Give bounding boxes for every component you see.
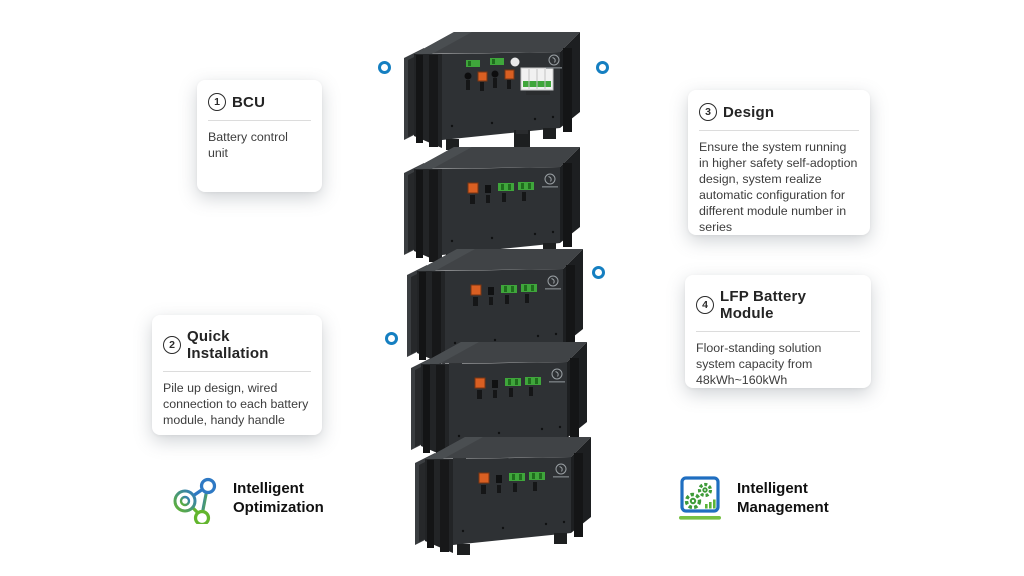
circled-number-1: 1 [208,93,226,111]
card-divider [208,120,311,121]
callout-marker-design [596,61,609,74]
card-lfp-battery-module-header: 4 LFP Battery Module [696,288,860,322]
card-divider [163,371,311,372]
network-nodes-icon [173,477,217,524]
card-bcu-header: 1 BCU [208,93,311,111]
card-quick-installation-body: Pile up design, wired connection to each… [163,381,309,427]
callout-marker-installation [385,332,398,345]
battery-module-illustration [413,429,603,559]
card-lfp-battery-module: 4 LFP Battery Module Floor-standing solu… [685,275,871,388]
card-bcu: 1 BCU Battery control unit [197,80,322,192]
feature-intelligent-optimization-label: Intelligent Optimization [233,480,324,516]
circled-number-3: 3 [699,103,717,121]
monitor-gears-icon [679,476,721,520]
callout-marker-bcu [378,61,391,74]
card-design: 3 Design Ensure the system running in hi… [688,90,870,235]
card-bcu-title: BCU [232,93,266,111]
card-divider [696,331,860,332]
card-divider [699,130,859,131]
card-lfp-battery-module-title: LFP Battery Module [720,288,807,322]
card-quick-installation-header: 2 Quick Installation [163,328,311,362]
card-lfp-battery-module-body: Floor-standing solution system capacity … [696,341,822,387]
circled-number-4: 4 [696,296,714,314]
bcu-module-illustration [402,24,592,154]
card-design-header: 3 Design [699,103,859,121]
feature-intelligent-management-label: Intelligent Management [737,480,829,516]
feature-intelligent-management: Intelligent Management [674,472,855,524]
card-design-title: Design [723,103,775,121]
card-design-body: Ensure the system running in higher safe… [699,140,858,234]
card-quick-installation-title: Quick Installation [187,328,269,362]
card-bcu-body: Battery control unit [208,130,288,160]
card-quick-installation: 2 Quick Installation Pile up design, wir… [152,315,322,435]
circled-number-2: 2 [163,336,181,354]
callout-marker-lfp [592,266,605,279]
feature-intelligent-optimization: Intelligent Optimization [170,472,351,524]
